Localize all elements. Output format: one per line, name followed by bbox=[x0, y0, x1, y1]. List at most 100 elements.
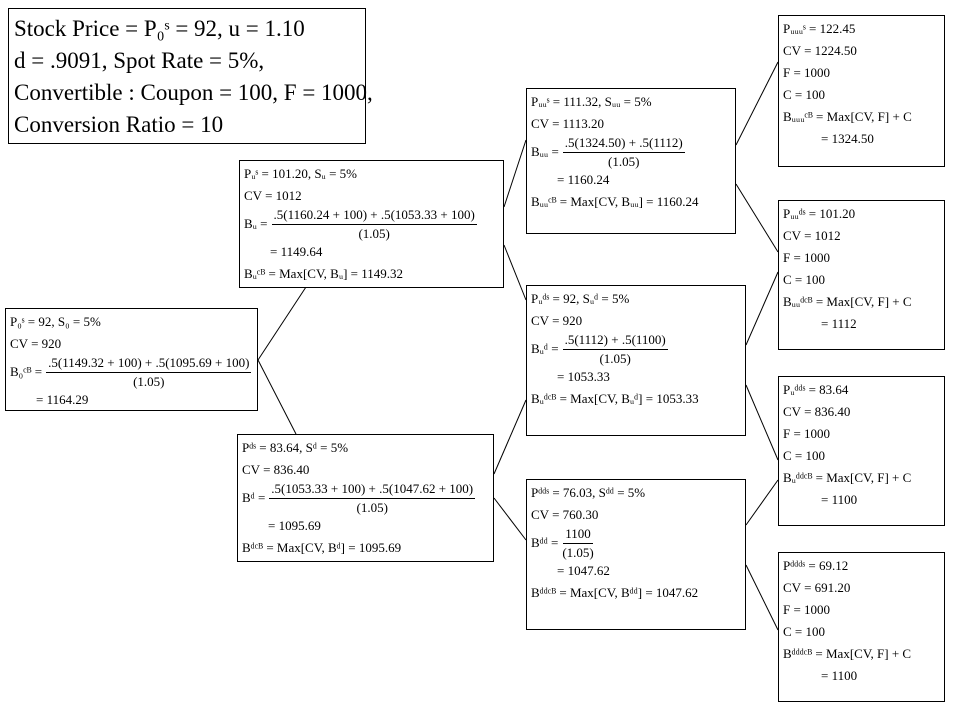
node-uuu-cv: CV = 1224.50 bbox=[783, 43, 857, 59]
node-dd-price: Pᵈᵈˢ = 76.03, Sᵈᵈ = 5% bbox=[531, 485, 646, 501]
node-dd: Pᵈᵈˢ = 76.03, Sᵈᵈ = 5% CV = 760.30 Bᵈᵈ =… bbox=[526, 479, 746, 630]
conversion-ratio-line: Conversion Ratio = 10 bbox=[14, 112, 224, 137]
edge-0-u bbox=[257, 286, 307, 361]
node-0-price: P₀ˢ = 92, S₀ = 5% bbox=[10, 314, 101, 330]
node-uu-bond-formula: Bᵤᵤ = .5(1324.50) + .5(1112) (1.05) bbox=[531, 135, 731, 169]
node-udd: Pᵤᵈᵈˢ = 83.64 CV = 836.40 F = 1000 C = 1… bbox=[778, 376, 945, 526]
node-uu-numerator: .5(1324.50) + .5(1112) bbox=[562, 135, 685, 153]
node-dd-bond-lhs: Bᵈᵈ = bbox=[531, 535, 559, 551]
node-d-cv: CV = 836.40 bbox=[242, 462, 310, 478]
node-d-price: Pᵈˢ = 83.64, Sᵈ = 5% bbox=[242, 440, 349, 456]
node-udd-face: F = 1000 bbox=[783, 426, 831, 442]
node-d-denominator: (1.05) bbox=[356, 499, 388, 515]
node-ddd-cv: CV = 691.20 bbox=[783, 580, 851, 596]
node-uuu-coupon: C = 100 bbox=[783, 87, 826, 103]
node-udd-cv: CV = 836.40 bbox=[783, 404, 851, 420]
node-uu-denominator: (1.05) bbox=[608, 153, 640, 169]
node-uu-cv: CV = 1113.20 bbox=[531, 116, 604, 132]
node-uuu-convertible-value: = 1324.50 bbox=[821, 131, 874, 147]
node-u-fraction: .5(1160.24 + 100) + .5(1053.33 + 100) (1… bbox=[271, 207, 477, 241]
edge-ud-udd bbox=[745, 384, 779, 461]
node-uuu: Pᵤᵤᵤˢ = 122.45 CV = 1224.50 F = 1000 C =… bbox=[778, 15, 945, 167]
node-d-bond-lhs: Bᵈ = bbox=[242, 490, 266, 506]
edge-d-ud bbox=[493, 399, 527, 475]
stock-price-line: Stock Price = P₀ˢ = 92, u = 1.10 bbox=[14, 16, 305, 41]
node-ddd-convertible-formula: Bᵈᵈᵈᶜᴮ = Max[CV, F] + C bbox=[783, 646, 912, 662]
node-ud-bond-formula: Bᵤᵈ = .5(1112) + .5(1100) (1.05) bbox=[531, 332, 741, 366]
node-u: Pᵤˢ = 101.20, Sᵤ = 5% CV = 1012 Bᵤ = .5(… bbox=[239, 160, 504, 288]
node-uud-convertible-formula: Bᵤᵤᵈᶜᴮ = Max[CV, F] + C bbox=[783, 294, 912, 310]
node-ddd-price: Pᵈᵈᵈˢ = 69.12 bbox=[783, 558, 849, 574]
node-ud-numerator: .5(1112) + .5(1100) bbox=[562, 332, 668, 350]
node-uud-coupon: C = 100 bbox=[783, 272, 826, 288]
node-u-bond-value: = 1149.64 bbox=[270, 244, 323, 260]
edge-u-uu bbox=[503, 139, 527, 208]
node-uud-cv: CV = 1012 bbox=[783, 228, 841, 244]
rates-line: d = .9091, Spot Rate = 5%, bbox=[14, 48, 265, 73]
edge-d-dd bbox=[493, 497, 527, 541]
node-dd-fraction: 1100 (1.05) bbox=[562, 526, 593, 560]
node-dd-cv: CV = 760.30 bbox=[531, 507, 599, 523]
node-0-bond-lhs: B₀ᶜᴮ = bbox=[10, 364, 43, 380]
node-0-cv: CV = 920 bbox=[10, 336, 62, 352]
node-0-denominator: (1.05) bbox=[133, 373, 165, 389]
node-d-numerator: .5(1053.33 + 100) + .5(1047.62 + 100) bbox=[269, 481, 476, 499]
node-dd-denominator: (1.05) bbox=[562, 544, 594, 560]
node-0-numerator: .5(1149.32 + 100) + .5(1095.69 + 100) bbox=[46, 355, 252, 373]
node-d-fraction: .5(1053.33 + 100) + .5(1047.62 + 100) (1… bbox=[269, 481, 476, 515]
node-ud-price: Pᵤᵈˢ = 92, Sᵤᵈ = 5% bbox=[531, 291, 630, 307]
edge-0-d bbox=[257, 359, 297, 435]
node-udd-price: Pᵤᵈᵈˢ = 83.64 bbox=[783, 382, 849, 398]
node-uud-price: Pᵤᵤᵈˢ = 101.20 bbox=[783, 206, 856, 222]
node-u-numerator: .5(1160.24 + 100) + .5(1053.33 + 100) bbox=[271, 207, 477, 225]
node-ud-fraction: .5(1112) + .5(1100) (1.05) bbox=[562, 332, 668, 366]
node-uu: Pᵤᵤˢ = 111.32, Sᵤᵤ = 5% CV = 1113.20 Bᵤᵤ… bbox=[526, 88, 736, 234]
node-uud-convertible-value: = 1112 bbox=[821, 316, 857, 332]
node-ddd-convertible-value: = 1100 bbox=[821, 668, 858, 684]
edge-uu-uuu bbox=[735, 61, 779, 146]
node-ud-denominator: (1.05) bbox=[599, 350, 631, 366]
node-u-price: Pᵤˢ = 101.20, Sᵤ = 5% bbox=[244, 166, 357, 182]
node-u-cv: CV = 1012 bbox=[244, 188, 302, 204]
convertible-line: Convertible : Coupon = 100, F = 1000, bbox=[14, 80, 373, 105]
node-uu-convertible-value: Bᵤᵤᶜᴮ = Max[CV, Bᵤᵤ] = 1160.24 bbox=[531, 194, 699, 210]
parameters-box: Stock Price = P₀ˢ = 92, u = 1.10 d = .90… bbox=[8, 8, 373, 144]
node-d-bond-value: = 1095.69 bbox=[268, 518, 321, 534]
node-dd-convertible-value: Bᵈᵈᶜᴮ = Max[CV, Bᵈᵈ] = 1047.62 bbox=[531, 585, 699, 601]
node-0-bond-value: = 1164.29 bbox=[36, 392, 89, 408]
node-uu-fraction: .5(1324.50) + .5(1112) (1.05) bbox=[562, 135, 685, 169]
edge-ud-uud bbox=[745, 271, 779, 346]
node-ddd-coupon: C = 100 bbox=[783, 624, 826, 640]
node-uuu-face: F = 1000 bbox=[783, 65, 831, 81]
node-uu-bond-lhs: Bᵤᵤ = bbox=[531, 144, 559, 160]
node-0-fraction: .5(1149.32 + 100) + .5(1095.69 + 100) (1… bbox=[46, 355, 252, 389]
node-ud: Pᵤᵈˢ = 92, Sᵤᵈ = 5% CV = 920 Bᵤᵈ = .5(11… bbox=[526, 285, 746, 436]
node-u-bond-lhs: Bᵤ = bbox=[244, 216, 268, 232]
node-udd-convertible-formula: Bᵤᵈᵈᶜᴮ = Max[CV, F] + C bbox=[783, 470, 912, 486]
node-u-denominator: (1.05) bbox=[358, 225, 390, 241]
node-udd-convertible-value: = 1100 bbox=[821, 492, 858, 508]
node-dd-bond-formula: Bᵈᵈ = 1100 (1.05) bbox=[531, 526, 741, 560]
node-u-bond-formula: Bᵤ = .5(1160.24 + 100) + .5(1053.33 + 10… bbox=[244, 207, 499, 241]
edge-dd-ddd bbox=[745, 564, 779, 631]
node-ddd: Pᵈᵈᵈˢ = 69.12 CV = 691.20 F = 1000 C = 1… bbox=[778, 552, 945, 702]
edge-u-ud bbox=[503, 244, 527, 301]
node-ddd-face: F = 1000 bbox=[783, 602, 831, 618]
node-d-bond-formula: Bᵈ = .5(1053.33 + 100) + .5(1047.62 + 10… bbox=[242, 481, 489, 515]
node-dd-bond-value: = 1047.62 bbox=[557, 563, 610, 579]
node-uuu-price: Pᵤᵤᵤˢ = 122.45 bbox=[783, 21, 856, 37]
node-uuu-convertible-formula: Bᵤᵤᵤᶜᴮ = Max[CV, F] + C bbox=[783, 109, 912, 125]
edge-uu-uud bbox=[735, 183, 779, 253]
edge-dd-udd bbox=[745, 479, 779, 526]
node-ud-bond-lhs: Bᵤᵈ = bbox=[531, 341, 559, 357]
node-dd-numerator: 1100 bbox=[563, 526, 593, 544]
node-0-bond-formula: B₀ᶜᴮ = .5(1149.32 + 100) + .5(1095.69 + … bbox=[10, 355, 253, 389]
node-d: Pᵈˢ = 83.64, Sᵈ = 5% CV = 836.40 Bᵈ = .5… bbox=[237, 434, 494, 562]
node-udd-coupon: C = 100 bbox=[783, 448, 826, 464]
node-d-convertible-value: Bᵈᶜᴮ = Max[CV, Bᵈ] = 1095.69 bbox=[242, 540, 402, 556]
node-ud-bond-value: = 1053.33 bbox=[557, 369, 610, 385]
node-ud-cv: CV = 920 bbox=[531, 313, 583, 329]
node-0: P₀ˢ = 92, S₀ = 5% CV = 920 B₀ᶜᴮ = .5(114… bbox=[5, 308, 258, 411]
node-uud: Pᵤᵤᵈˢ = 101.20 CV = 1012 F = 1000 C = 10… bbox=[778, 200, 945, 350]
